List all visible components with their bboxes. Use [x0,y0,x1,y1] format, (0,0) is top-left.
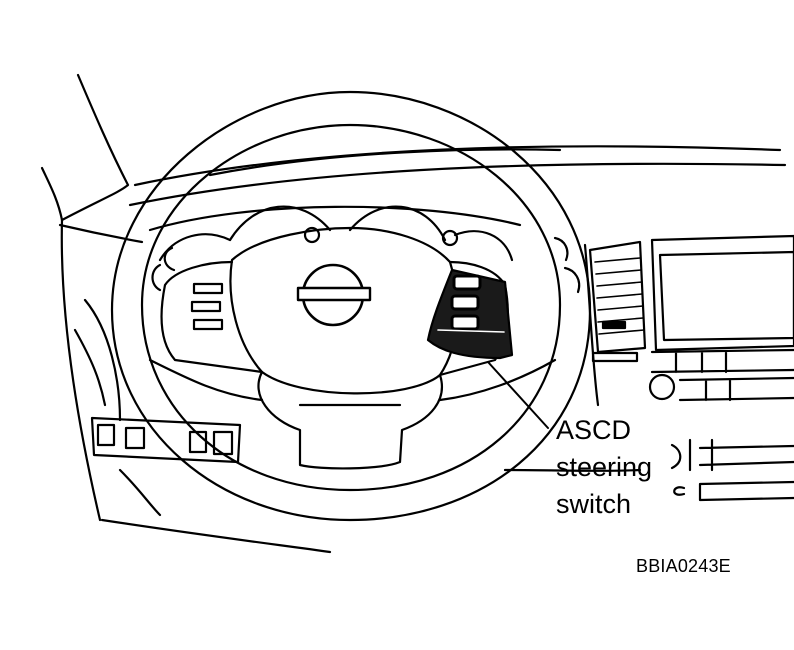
hvac-controls [670,438,794,472]
gauge-far-right [453,230,514,262]
ascd-switch-panel-line [437,329,505,333]
ascd-steering-switch-label: ASCD steering switch [556,412,652,523]
left-spoke-button-2 [190,300,222,313]
hvac-bar [698,480,794,502]
left-spoke [160,260,264,374]
vent-left [588,240,647,354]
left-spoke-button-3 [192,318,224,331]
hvac-knob-small [673,486,686,496]
left-switch-1 [96,423,116,447]
left-spoke-lower [148,358,264,402]
ascd-button-3 [450,314,480,331]
lower-dash-line [503,468,642,472]
left-cluster-clip-2 [163,246,176,272]
display-bezel [650,234,794,352]
gauge-knob-right [441,229,459,247]
display-screen [658,250,794,342]
right-clip [563,266,581,294]
a-pillar [60,73,130,222]
airbag-pad [229,226,459,395]
gauge-left [158,233,232,262]
dash-bottom-line [100,518,332,554]
callout-leader [487,361,549,429]
vent-indicator [601,320,627,330]
nissan-emblem-icon [296,263,372,327]
cluster-hood [148,205,522,232]
button-row-2 [678,376,794,402]
wheel-rim-inner [140,123,562,492]
dash-left-contour [83,298,122,422]
dash-top-edge-2 [128,162,787,207]
vent-slats [594,257,645,335]
audio-knob [648,373,676,401]
button-row-1 [650,348,794,374]
dash-crest [208,148,562,177]
gauge-knob-left [303,226,321,244]
left-switch-2 [124,426,146,450]
right-spoke-lower [438,358,557,402]
ascd-button-1 [452,274,482,291]
callout-line-2: steering [556,452,653,482]
dash-left-edge [58,223,144,244]
dash-top-edge [133,145,782,187]
vent-slot [591,351,639,363]
gauge-center [228,205,332,242]
gauge-right [348,205,447,242]
ascd-button-2 [450,294,480,311]
a-pillar-inner [40,166,64,222]
left-spoke-button-1 [192,282,224,295]
right-clip-2 [553,236,569,262]
dash-left-side [60,218,102,522]
callout-line-1: ASCD [556,415,632,445]
dash-lower-left-curve [118,468,162,517]
hub-lower [257,370,443,470]
left-cluster-clip [151,263,162,292]
center-stack-outline [583,243,600,407]
dash-left-inner [73,328,107,407]
figure-code: BBIA0243E [636,556,731,576]
callout-line-3: switch [556,489,632,519]
ascd-switch-housing [426,268,514,360]
